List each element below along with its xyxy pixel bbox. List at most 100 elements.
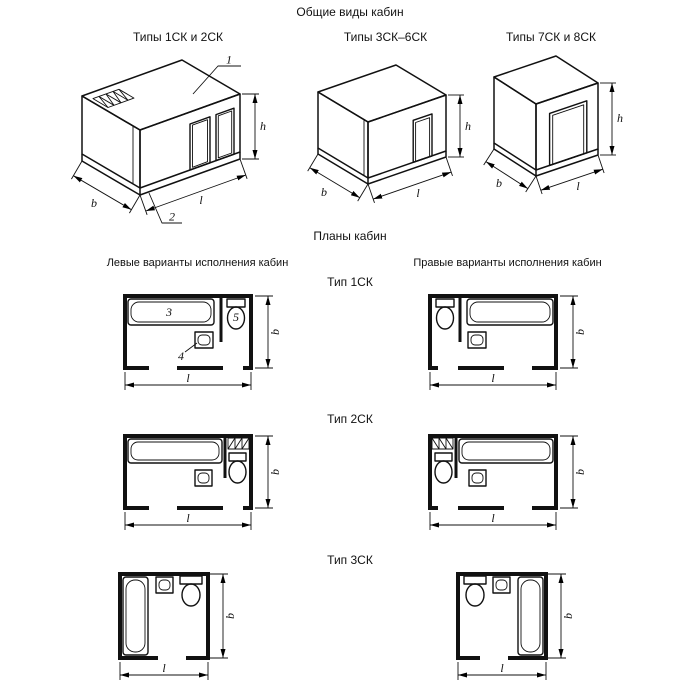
- vent-block: [227, 437, 250, 450]
- depth-dim-label: b: [496, 176, 502, 190]
- depth-dimension: [255, 295, 273, 369]
- general-view-2-drawing: h b l: [307, 64, 471, 204]
- bathtub: [122, 576, 149, 656]
- height-dim-label: h: [465, 119, 471, 133]
- bathtub: [127, 298, 215, 326]
- washbasin: [155, 576, 174, 594]
- plan-3sk-left: b l: [118, 572, 237, 680]
- cabin-box: [317, 64, 447, 185]
- walls: [456, 572, 548, 660]
- plan-type-3-label: Тип 3СК: [327, 553, 373, 567]
- length-dimension: [429, 372, 557, 390]
- right-variants-header: Правые варианты исполнения кабин: [413, 257, 602, 269]
- plan-2sk-right: b l: [428, 434, 587, 530]
- bathtub: [466, 298, 554, 326]
- plan-type-1-label: Тип 1СК: [327, 275, 373, 289]
- bathtub: [127, 438, 223, 464]
- length-dim-label: l: [162, 661, 166, 675]
- toilet: [226, 298, 246, 330]
- length-dim-label: l: [186, 371, 190, 385]
- page-title: Общие виды кабин: [296, 5, 404, 19]
- length-dim-label: l: [491, 511, 495, 525]
- walls: [428, 434, 558, 510]
- walls: [428, 294, 558, 370]
- callout-2-label: 2: [169, 210, 175, 224]
- height-dimension: [600, 82, 616, 156]
- door-opening-1: [189, 116, 211, 171]
- length-dim-label: l: [186, 511, 190, 525]
- walls: [123, 434, 253, 510]
- depth-dimension: [307, 153, 369, 202]
- callout-1-leader: [192, 65, 241, 95]
- height-dim-label: h: [260, 119, 266, 133]
- length-dimension: [124, 512, 252, 530]
- height-dimension: [448, 94, 464, 158]
- depth-dim-label: b: [268, 469, 282, 475]
- depth-dimension: [255, 435, 273, 509]
- bathtub: [458, 438, 554, 464]
- general-view-2-title: Типы 3СК–6СК: [343, 30, 428, 44]
- length-dim-label: l: [491, 371, 495, 385]
- height-dimension: [242, 93, 259, 160]
- depth-dim-label: b: [573, 469, 587, 475]
- toilet: [179, 575, 203, 607]
- cabin-box: [493, 55, 599, 177]
- toilet: [434, 452, 453, 484]
- callout-1-label: 1: [226, 53, 232, 67]
- length-dim-label: l: [199, 193, 203, 207]
- washbasin: [492, 576, 511, 594]
- depth-dim-label: b: [268, 329, 282, 335]
- length-dimension: [535, 154, 605, 195]
- depth-dimension: [548, 573, 566, 659]
- general-view-3-title: Типы 7СК и 8СК: [506, 30, 596, 44]
- length-dimension: [367, 156, 453, 204]
- toilet: [435, 298, 455, 330]
- general-view-1-title: Типы 1СК и 2СК: [133, 30, 223, 44]
- length-dim-label: l: [416, 186, 420, 200]
- left-variants-header: Левые варианты исполнения кабин: [106, 257, 289, 269]
- length-dimension: [429, 512, 557, 530]
- depth-dim-label: b: [321, 185, 327, 199]
- door-opening: [548, 100, 588, 167]
- general-view-3-drawing: h b l: [483, 55, 623, 195]
- toilet: [463, 575, 487, 607]
- callout-4-leader: [184, 342, 198, 353]
- callout-5-label: 5: [233, 310, 239, 324]
- plan-1sk-left: 3 4 5 b l: [123, 294, 282, 390]
- depth-dim-label: b: [91, 196, 97, 210]
- depth-dimension: [560, 295, 578, 369]
- plan-3sk-right: b l: [456, 572, 575, 680]
- general-view-1-drawing: 1 2 h b l: [71, 53, 266, 224]
- length-dimension: [457, 662, 547, 680]
- length-dimension: [124, 372, 252, 390]
- toilet: [228, 452, 247, 484]
- length-dim-label: l: [500, 661, 504, 675]
- plan-1sk-right: b l: [428, 294, 587, 390]
- vent-block: [92, 88, 135, 108]
- washbasin: [194, 331, 214, 349]
- depth-dimension: [560, 435, 578, 509]
- walls: [118, 572, 210, 660]
- length-dimension: [119, 662, 209, 680]
- bathtub: [517, 576, 544, 656]
- base-slab: [493, 143, 599, 177]
- plan-2sk-left: b l: [123, 434, 282, 530]
- door-opening: [412, 113, 433, 164]
- length-dimension: [139, 158, 248, 215]
- depth-dimension: [71, 160, 141, 214]
- plans-section-title: Планы кабин: [313, 229, 387, 243]
- washbasin: [468, 469, 487, 487]
- depth-dimension: [210, 573, 228, 659]
- length-dim-label: l: [576, 179, 580, 193]
- callout-3-label: 3: [165, 305, 172, 319]
- vent-block: [431, 437, 454, 450]
- washbasin: [194, 469, 213, 487]
- base-slab: [317, 148, 447, 185]
- depth-dim-label: b: [223, 613, 237, 619]
- walls: [123, 294, 253, 370]
- height-dim-label: h: [617, 111, 623, 125]
- plan-type-2-label: Тип 2СК: [327, 412, 373, 426]
- depth-dimension: [483, 148, 537, 193]
- depth-dim-label: b: [561, 613, 575, 619]
